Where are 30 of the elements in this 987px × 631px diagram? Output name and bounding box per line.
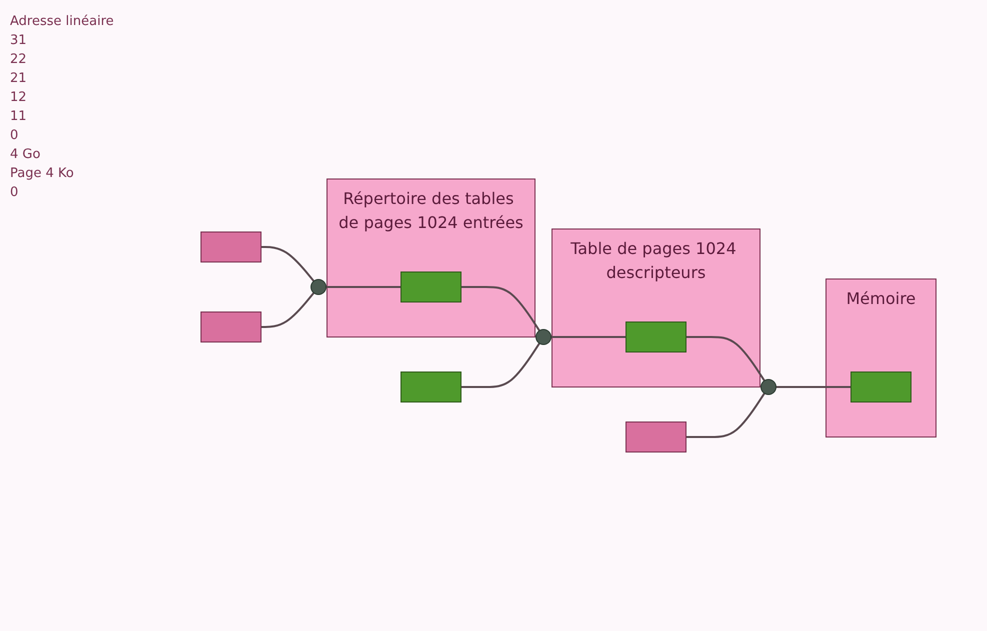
node-bar	[626, 322, 686, 352]
connector	[776, 386, 851, 388]
connector	[261, 246, 315, 282]
label-text: 11	[10, 109, 28, 124]
node-box	[200, 312, 262, 342]
node-circle	[536, 329, 552, 345]
label-text: Page 4 Ko	[10, 166, 75, 181]
connector	[261, 292, 315, 328]
label-text: 0	[10, 128, 20, 143]
connector	[686, 392, 766, 438]
label-text: 12	[10, 90, 28, 105]
connector	[461, 342, 540, 388]
node-bar	[200, 232, 262, 262]
connector	[551, 336, 626, 338]
cluster: Mémoire	[826, 278, 936, 438]
node-bar	[400, 272, 462, 302]
node-bar	[850, 372, 912, 402]
node-circle	[760, 379, 776, 395]
label-text: 21	[10, 71, 28, 86]
node-circle	[310, 279, 326, 295]
label-text: 31	[10, 33, 28, 48]
node-bar	[626, 422, 686, 452]
label-text: Adresse linéaire	[10, 14, 115, 29]
label-text: 4 Go	[10, 147, 42, 162]
connector	[461, 286, 540, 332]
label-text: 22	[10, 52, 28, 67]
node-bar	[400, 372, 462, 402]
connector	[326, 286, 401, 288]
label-text: 0	[10, 185, 20, 200]
connector	[686, 336, 766, 382]
